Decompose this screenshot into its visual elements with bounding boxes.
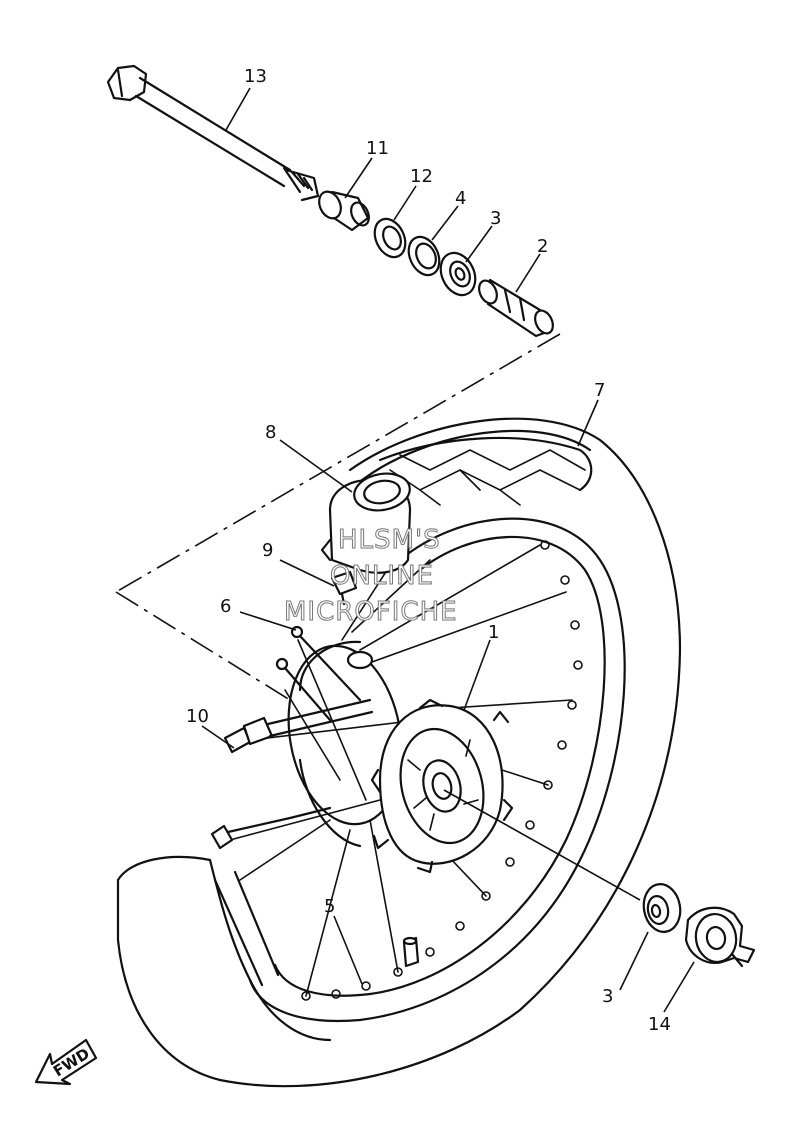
callout-3-lower: 3 bbox=[602, 986, 613, 1007]
cable-part-10 bbox=[210, 698, 374, 850]
watermark-line-3: MICROFICHE bbox=[284, 597, 458, 627]
axle-part-13 bbox=[106, 64, 320, 202]
callout-8: 8 bbox=[265, 422, 276, 443]
watermark-line-2: ONLINE bbox=[330, 561, 434, 591]
watermark-line-1: HLSM'S bbox=[338, 525, 441, 555]
hub-bearing-leader bbox=[443, 789, 641, 901]
callout-14: 14 bbox=[648, 1014, 671, 1035]
bolt-part-9 bbox=[330, 570, 358, 606]
callout-3-upper: 3 bbox=[490, 208, 501, 229]
callout-10: 10 bbox=[186, 706, 209, 727]
callout-12: 12 bbox=[410, 166, 433, 187]
collar-part-11 bbox=[318, 190, 370, 232]
callout-7: 7 bbox=[594, 380, 605, 401]
brake-part-8 bbox=[320, 472, 412, 574]
oil-seal-part-12 bbox=[373, 217, 407, 259]
bearing-part-3-lower bbox=[642, 883, 682, 933]
bearing-part-3-upper bbox=[439, 251, 477, 297]
callout-1: 1 bbox=[488, 622, 499, 643]
callout-2: 2 bbox=[537, 236, 548, 257]
valve-stem-part-5 bbox=[402, 936, 420, 968]
callout-13: 13 bbox=[244, 66, 267, 87]
leader-lines bbox=[201, 87, 695, 1013]
speedo-gear-part-14 bbox=[684, 906, 756, 968]
callout-9: 9 bbox=[262, 540, 273, 561]
watermark: HLSM'S ONLINE MICROFICHE bbox=[284, 525, 458, 628]
callout-11: 11 bbox=[366, 138, 389, 159]
circlip-part-4 bbox=[407, 235, 441, 277]
fwd-arrow-icon: FWD bbox=[34, 1038, 98, 1086]
callout-6: 6 bbox=[220, 596, 231, 617]
callout-4: 4 bbox=[455, 188, 466, 209]
callout-5: 5 bbox=[324, 896, 335, 917]
axis-lines bbox=[115, 333, 561, 701]
rim bbox=[213, 517, 626, 1022]
hub-part-1 bbox=[370, 698, 514, 874]
spacer-part-2 bbox=[478, 278, 554, 338]
callout-labels: 13 11 12 4 3 2 7 8 9 6 1 10 5 3 14 bbox=[186, 66, 671, 1035]
